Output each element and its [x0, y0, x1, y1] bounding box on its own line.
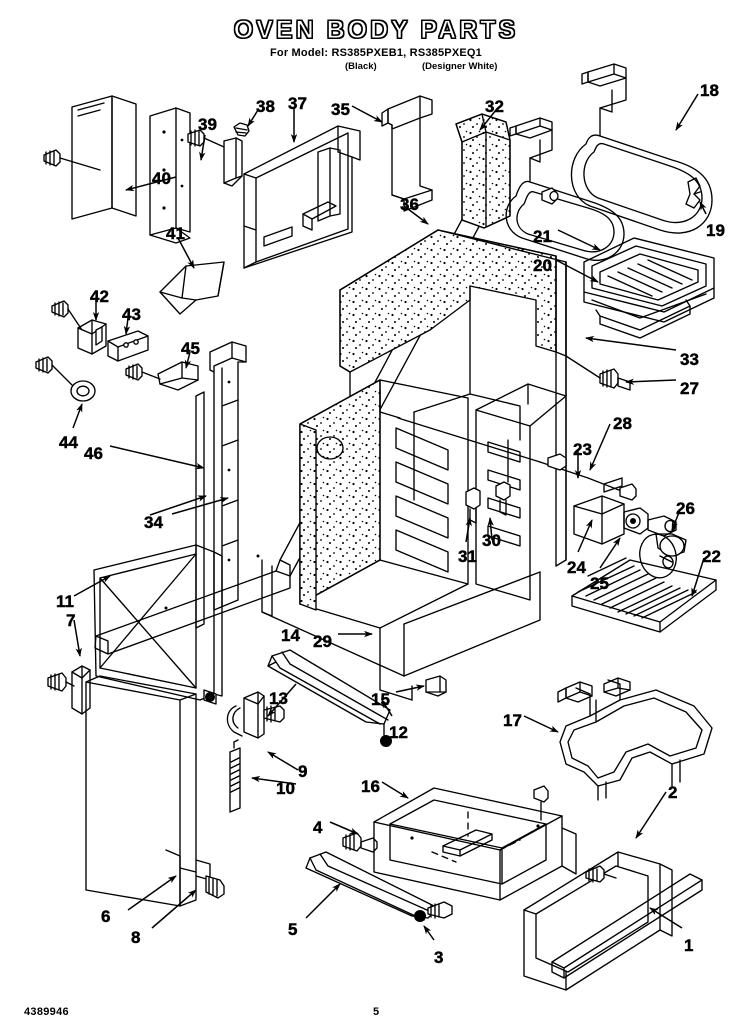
callout-number-9: 9 — [298, 762, 308, 781]
callout-number-31: 31 — [458, 547, 477, 566]
callout-number-21: 21 — [533, 227, 552, 246]
callout-number-22: 22 — [702, 547, 721, 566]
callout-number-37: 37 — [288, 94, 307, 113]
part-19-clip — [685, 177, 701, 209]
callout-number-39: 39 — [198, 115, 217, 134]
model-subtitle: For Model: RS385PXEB1, RS385PXEQ1 — [269, 47, 482, 59]
callout-number-23: 23 — [573, 440, 592, 459]
callout-number-32: 32 — [485, 97, 504, 116]
part-39-bracket — [187, 129, 243, 187]
page-number: 5 — [372, 1006, 380, 1018]
part-17-bake-element — [557, 677, 713, 801]
callout-number-19: 19 — [706, 221, 725, 240]
callout-number-41: 41 — [166, 224, 185, 243]
part-35-vent-trim — [381, 95, 433, 212]
callout-number-5: 5 — [288, 920, 298, 939]
part-43-plate — [107, 330, 149, 362]
part-45-clip — [125, 361, 199, 391]
callout-number-10: 10 — [276, 779, 295, 798]
parts-20-21-broiler-pan — [583, 237, 715, 339]
drawing-geometry — [35, 63, 717, 991]
parts-24-25-thermostat — [573, 495, 687, 557]
callout-number-17: 17 — [503, 711, 522, 730]
callout-number-4: 4 — [313, 818, 323, 837]
callout-number-46: 46 — [84, 444, 103, 463]
part-38-nut — [233, 122, 250, 137]
callout-number-6: 6 — [101, 907, 111, 926]
callout-number-43: 43 — [122, 305, 141, 324]
callout-number-27: 27 — [680, 379, 699, 398]
callout-number-29: 29 — [313, 632, 332, 651]
callout-number-26: 26 — [676, 499, 695, 518]
callout-number-11: 11 — [56, 592, 74, 611]
page-title: OVEN BODY PARTS — [233, 16, 519, 44]
diagram-header: OVEN BODY PARTS For Model: RS385PXEB1, R… — [0, 16, 752, 73]
callout-number-12: 12 — [389, 723, 408, 742]
part-15-latch — [425, 675, 447, 697]
parts-12-14-handle — [267, 649, 392, 747]
part-18-broil-element — [570, 63, 713, 234]
part-32-insulation — [455, 113, 511, 229]
callout-number-42: 42 — [90, 287, 109, 306]
callout-number-30: 30 — [482, 531, 501, 550]
part-16-drawer — [373, 785, 577, 901]
callout-number-7: 7 — [66, 611, 76, 630]
part-22-oven-rack — [571, 557, 717, 633]
callout-number-2: 2 — [668, 783, 678, 802]
callout-number-34: 34 — [144, 513, 163, 532]
finish-label-black: (Black) — [345, 61, 377, 72]
callout-number-13: 13 — [269, 689, 288, 708]
callout-number-28: 28 — [613, 414, 632, 433]
callout-number-35: 35 — [331, 100, 350, 119]
parts-3-5-drawer-rail — [305, 851, 453, 922]
part-bake-element-upper — [505, 117, 625, 261]
finish-label-white: (Designer White) — [422, 61, 498, 72]
callout-number-16: 16 — [361, 777, 380, 796]
callout-number-1: 1 — [684, 936, 694, 955]
callout-number-45: 45 — [181, 339, 200, 358]
callout-number-15: 15 — [371, 690, 390, 709]
part-4-screw — [342, 832, 378, 853]
part-27-screw — [565, 355, 631, 391]
callout-number-33: 33 — [680, 350, 699, 369]
finish-labels: (Black) (Designer White) — [0, 61, 752, 73]
callout-number-18: 18 — [700, 81, 719, 100]
callout-number-40: 40 — [152, 169, 171, 188]
callout-number-36: 36 — [400, 195, 419, 214]
part-41-deflector — [159, 261, 225, 315]
callout-number-8: 8 — [131, 928, 141, 947]
callout-number-25: 25 — [590, 574, 609, 593]
callout-number-3: 3 — [434, 948, 444, 967]
callout-number-20: 20 — [533, 256, 552, 275]
callout-number-44: 44 — [59, 433, 78, 452]
part-11-door-glass — [93, 544, 223, 705]
parts-6-8-door-outer — [85, 675, 225, 907]
callout-number-38: 38 — [256, 97, 275, 116]
part-37-rear-panel — [243, 125, 361, 269]
part-26-knob — [639, 533, 677, 579]
callout-number-14: 14 — [281, 626, 300, 645]
part-42-switch — [51, 300, 107, 355]
parts-1-2-drawer-front — [523, 851, 703, 991]
part-7-hinge — [47, 665, 91, 715]
parts-30-31-sensors — [465, 439, 511, 524]
part-46-side-panel — [195, 341, 247, 629]
part-44-grommet — [35, 356, 96, 402]
part-33-oven-body — [261, 229, 567, 701]
publication-part-number: 4389946 — [24, 1006, 69, 1018]
callout-number-24: 24 — [567, 558, 586, 577]
part-40-side-trim — [43, 95, 191, 244]
